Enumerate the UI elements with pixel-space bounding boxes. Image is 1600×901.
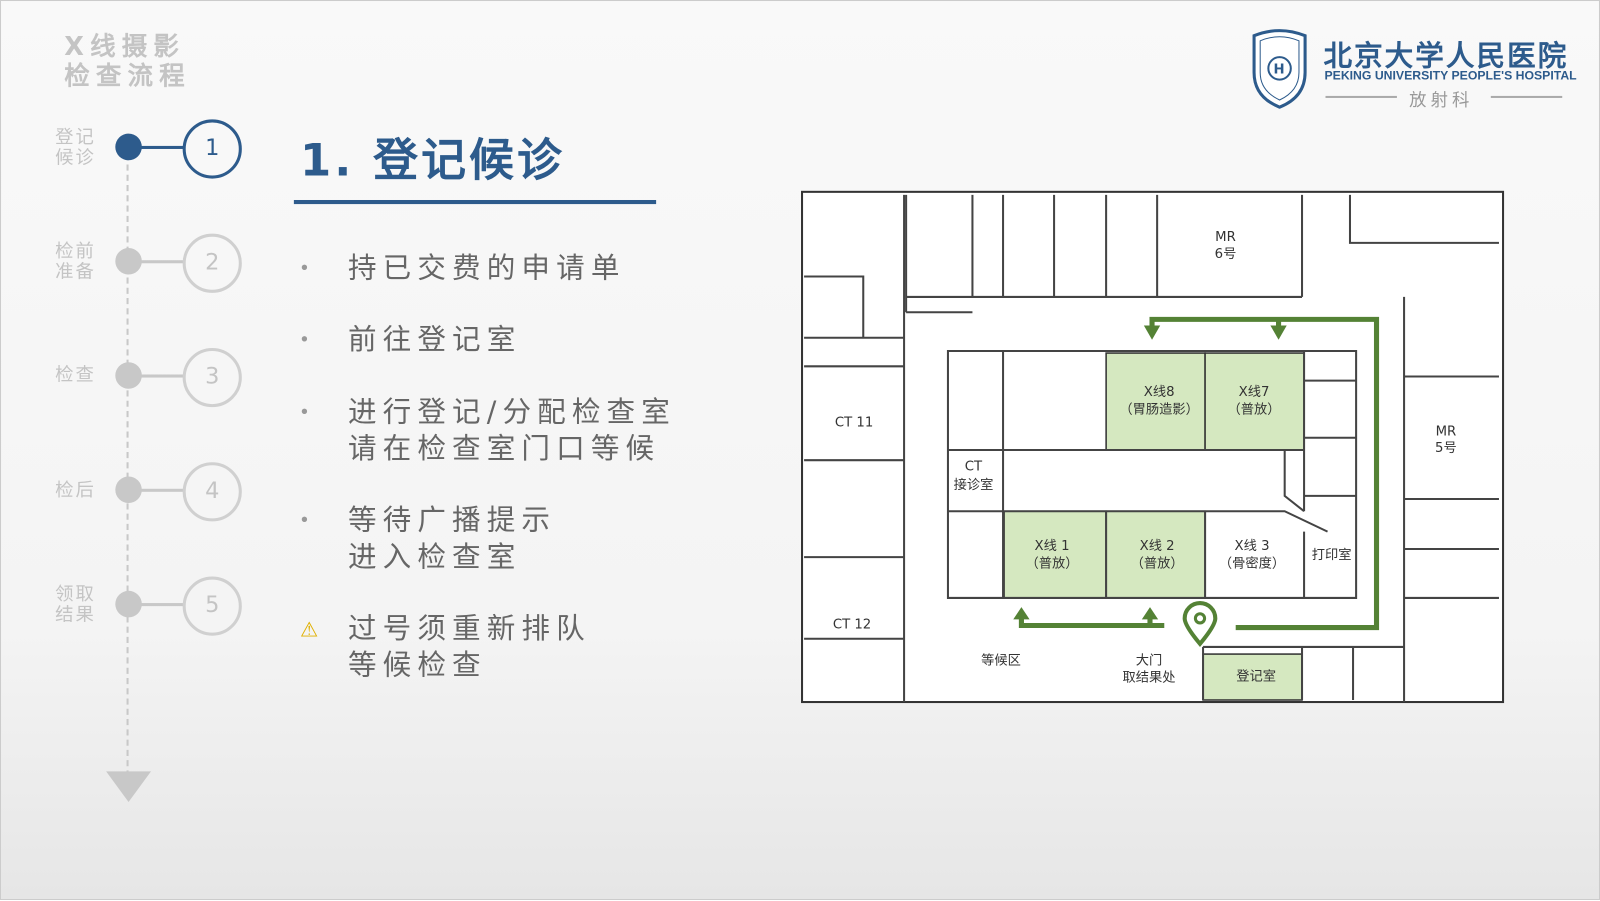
room-label: MR: [1215, 230, 1236, 245]
step-number: 3: [182, 347, 242, 408]
bullet-icon: •: [298, 402, 310, 424]
timeline-arrow-icon: [106, 771, 152, 803]
arrow-heads: [1013, 325, 1287, 620]
svg-text:H: H: [1273, 62, 1284, 77]
divider: [1490, 95, 1563, 98]
room-label: （普放）: [1026, 555, 1079, 571]
warning-icon: ⚠: [299, 617, 319, 642]
step-label: 检后: [55, 479, 96, 502]
bullet-text: 过号须重新排队: [347, 611, 591, 645]
sidebar-title: X线摄影 检查流程: [64, 32, 191, 91]
step-connector: [128, 374, 185, 378]
step-dot: [115, 133, 142, 161]
bullet-text: 持已交费的申请单: [347, 251, 626, 285]
room-label: 5号: [1435, 441, 1457, 456]
step-label: 登记 候诊: [55, 126, 96, 169]
room-label: （普放）: [1131, 555, 1184, 571]
step-label: 检查: [55, 364, 96, 386]
step-dot: [115, 362, 142, 389]
bullet-icon: •: [298, 258, 310, 280]
room-label: CT 11: [835, 416, 873, 431]
bullet-text: 等候检查: [347, 647, 487, 682]
step-label: 领取 结果: [55, 583, 96, 626]
title-underline: [293, 199, 657, 205]
step-number: 1: [182, 119, 242, 179]
step-connector: [128, 260, 185, 264]
room-label: MR: [1436, 425, 1457, 440]
location-pin-icon: [1182, 601, 1218, 648]
room-label: X线 3: [1235, 538, 1270, 554]
bullet-text: 进入检查室: [347, 539, 522, 574]
bullet-text: 请在检查室门口等候: [347, 431, 661, 466]
hospital-name-en: PEKING UNIVERSITY PEOPLE'S HOSPITAL: [1324, 68, 1577, 83]
step-connector: [128, 145, 185, 149]
step-number: 5: [182, 576, 242, 636]
bullet-text: 进行登记/分配检查室: [347, 394, 676, 429]
step-dot: [115, 590, 142, 618]
step-dot: [115, 476, 142, 504]
bullet-text: 前往登记室: [347, 322, 522, 357]
bullet-text: 等待广播提示: [347, 503, 557, 537]
room-label: （胃肠造影）: [1119, 401, 1199, 417]
room-label: 登记室: [1236, 668, 1276, 685]
room-label: 大门: [1136, 652, 1163, 668]
room-label: 等候区: [981, 651, 1021, 668]
room-label: CT: [965, 459, 983, 474]
room-label: （骨密度）: [1219, 554, 1285, 571]
step-connector: [128, 488, 185, 492]
room-label: X线7: [1239, 384, 1270, 400]
room-label: X线8: [1144, 384, 1175, 400]
bullet-item: 前往登记室: [348, 321, 521, 358]
room-label: （普放）: [1228, 401, 1281, 417]
title-line-1: X线摄影: [64, 31, 185, 62]
step-connector: [128, 603, 185, 607]
divider: [1325, 95, 1397, 98]
room-label: X线 2: [1140, 538, 1175, 554]
bullet-item: 过号须重新排队等候检查: [348, 610, 591, 683]
room-label: 6号: [1215, 247, 1237, 262]
title-line-2: 检查流程: [64, 61, 191, 91]
bullet-item: 等待广播提示进入检查室: [348, 502, 556, 575]
step-dot: [115, 247, 142, 275]
bullet-icon: •: [298, 329, 310, 352]
room-x8[interactable]: [1105, 352, 1206, 451]
room-x1[interactable]: [1003, 510, 1107, 599]
bullet-item: 进行登记/分配检查室请在检查室门口等候: [348, 394, 676, 467]
department-name: 放射科: [1409, 90, 1474, 112]
hospital-seal-icon: H: [1252, 29, 1307, 109]
room-x7[interactable]: [1204, 352, 1305, 451]
bullet-item: 持已交费的申请单: [348, 250, 626, 287]
room-label: 接诊室: [954, 476, 994, 493]
hospital-name-cn: 北京大学人民医院: [1323, 38, 1569, 73]
page-title: 1. 登记候诊: [299, 134, 565, 187]
room-x2[interactable]: [1105, 510, 1206, 599]
room-label: CT 12: [833, 618, 871, 633]
step-number: 2: [182, 233, 242, 293]
step-label: 检前 准备: [55, 240, 96, 283]
room-label: 打印室: [1312, 546, 1352, 563]
room-label: X线 1: [1035, 538, 1070, 554]
timeline-line: [126, 133, 129, 777]
bullet-icon: •: [298, 510, 310, 532]
step-number: 4: [182, 462, 242, 522]
room-label: 取结果处: [1122, 670, 1175, 686]
walls: [804, 194, 1499, 703]
